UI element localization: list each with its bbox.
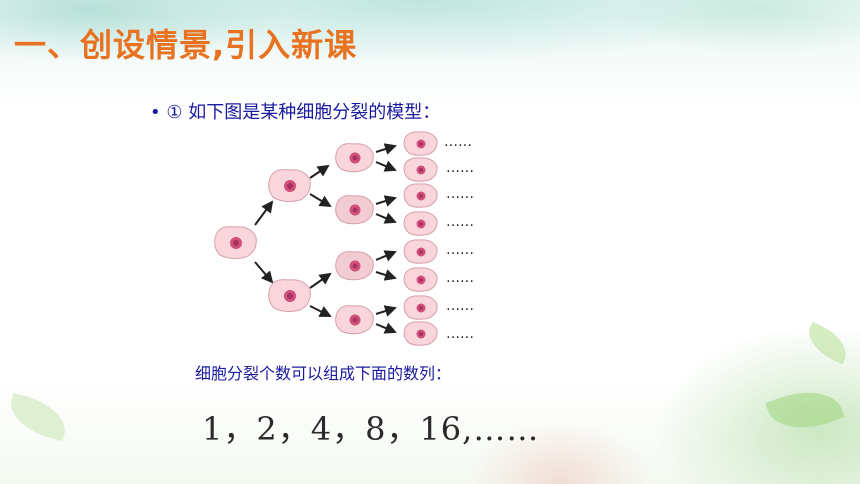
cell bbox=[403, 183, 438, 208]
number-sequence: 1，2，4，8，16,…… bbox=[202, 410, 540, 448]
ellipsis-label: …… bbox=[446, 298, 474, 314]
arrow bbox=[375, 322, 397, 334]
arrow bbox=[309, 193, 332, 208]
ellipsis-label: …… bbox=[446, 270, 474, 286]
cell bbox=[403, 157, 438, 182]
ellipsis-label: …… bbox=[446, 160, 474, 176]
ellipsis-label: …… bbox=[446, 242, 474, 258]
slide-title: 一、创设情景,引入新课 bbox=[14, 26, 358, 64]
arrow bbox=[309, 305, 332, 317]
arrow bbox=[375, 305, 397, 317]
arrow bbox=[309, 272, 332, 289]
cell bbox=[335, 143, 374, 173]
arrow bbox=[375, 212, 397, 224]
cell bbox=[403, 211, 438, 236]
arrow bbox=[309, 164, 330, 179]
cell bbox=[403, 131, 438, 156]
ellipsis-label: …… bbox=[446, 326, 474, 342]
ellipsis-label: …… bbox=[444, 134, 472, 150]
cell bbox=[403, 295, 438, 320]
ellipsis-label: …… bbox=[446, 214, 474, 230]
problem-statement: • ① 如下图是某种细胞分裂的模型： bbox=[150, 102, 441, 123]
arrow bbox=[375, 250, 397, 262]
cell bbox=[335, 305, 374, 335]
cell bbox=[403, 321, 438, 346]
cell-division-diagram: …… …… …… …… …… …… …… …… bbox=[214, 131, 474, 346]
arrow bbox=[254, 261, 274, 284]
cell bbox=[335, 251, 374, 281]
arrow bbox=[375, 269, 397, 281]
cell bbox=[214, 226, 257, 260]
arrow bbox=[375, 143, 397, 155]
arrow bbox=[254, 200, 274, 226]
cell bbox=[268, 169, 311, 203]
ellipsis-label: …… bbox=[446, 186, 474, 202]
arrow bbox=[375, 195, 397, 207]
cell bbox=[335, 195, 374, 225]
cell bbox=[403, 267, 438, 292]
cell bbox=[403, 239, 438, 264]
sequence-caption: 细胞分裂个数可以组成下面的数列： bbox=[195, 364, 452, 383]
cell bbox=[268, 279, 311, 313]
arrow bbox=[375, 160, 397, 172]
